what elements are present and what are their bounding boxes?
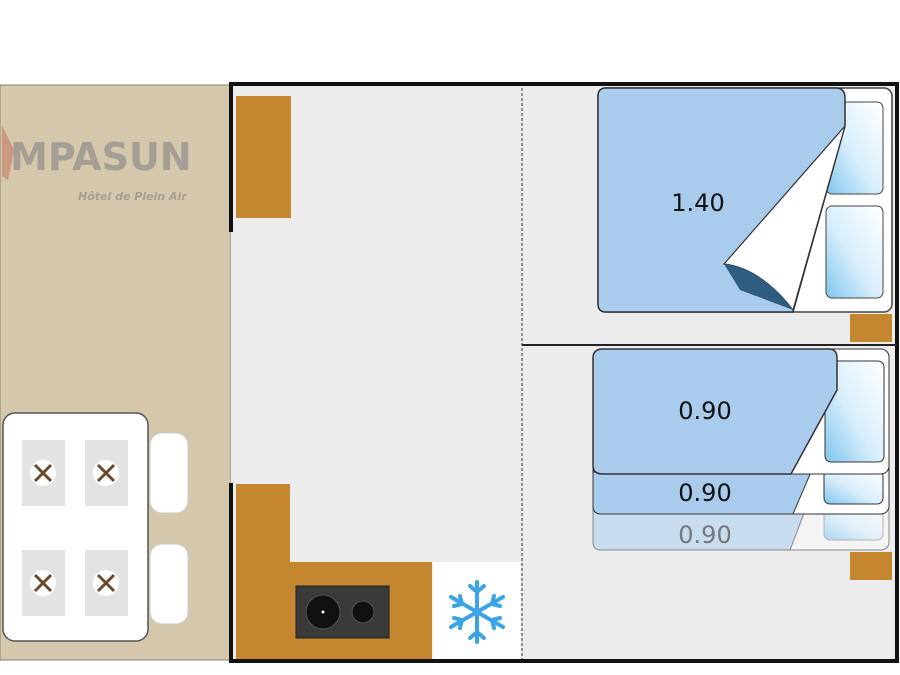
- cabinet: [236, 96, 291, 218]
- nightstand: [850, 552, 892, 580]
- pillow: [825, 205, 884, 299]
- bed-size-label: 0.90: [678, 397, 731, 425]
- place-setting: [85, 440, 128, 506]
- snowflake-icon: [449, 580, 505, 644]
- bed-size-label: 0.90: [678, 479, 731, 507]
- place-setting: [22, 440, 65, 506]
- bed-size-label: 0.90: [678, 521, 731, 549]
- place-setting: [85, 550, 128, 616]
- bed-single-1: 0.90: [592, 348, 890, 475]
- bed-size-label: 1.40: [671, 189, 724, 217]
- chair: [149, 543, 189, 625]
- logo: MPASUN Hôtel de Plein Air: [2, 125, 192, 203]
- chair: [149, 432, 189, 514]
- terrace: MPASUN Hôtel de Plein Air: [0, 84, 232, 661]
- bed-double: 1.40: [597, 87, 893, 313]
- dining-table: [2, 412, 189, 642]
- svg-text:MPASUN: MPASUN: [10, 135, 192, 179]
- exterior-wall: [229, 82, 899, 663]
- nightstand: [850, 314, 892, 342]
- hob: [295, 585, 390, 639]
- svg-text:Hôtel de Plein Air: Hôtel de Plein Air: [78, 190, 187, 203]
- fridge: [433, 562, 521, 659]
- place-setting: [22, 550, 65, 616]
